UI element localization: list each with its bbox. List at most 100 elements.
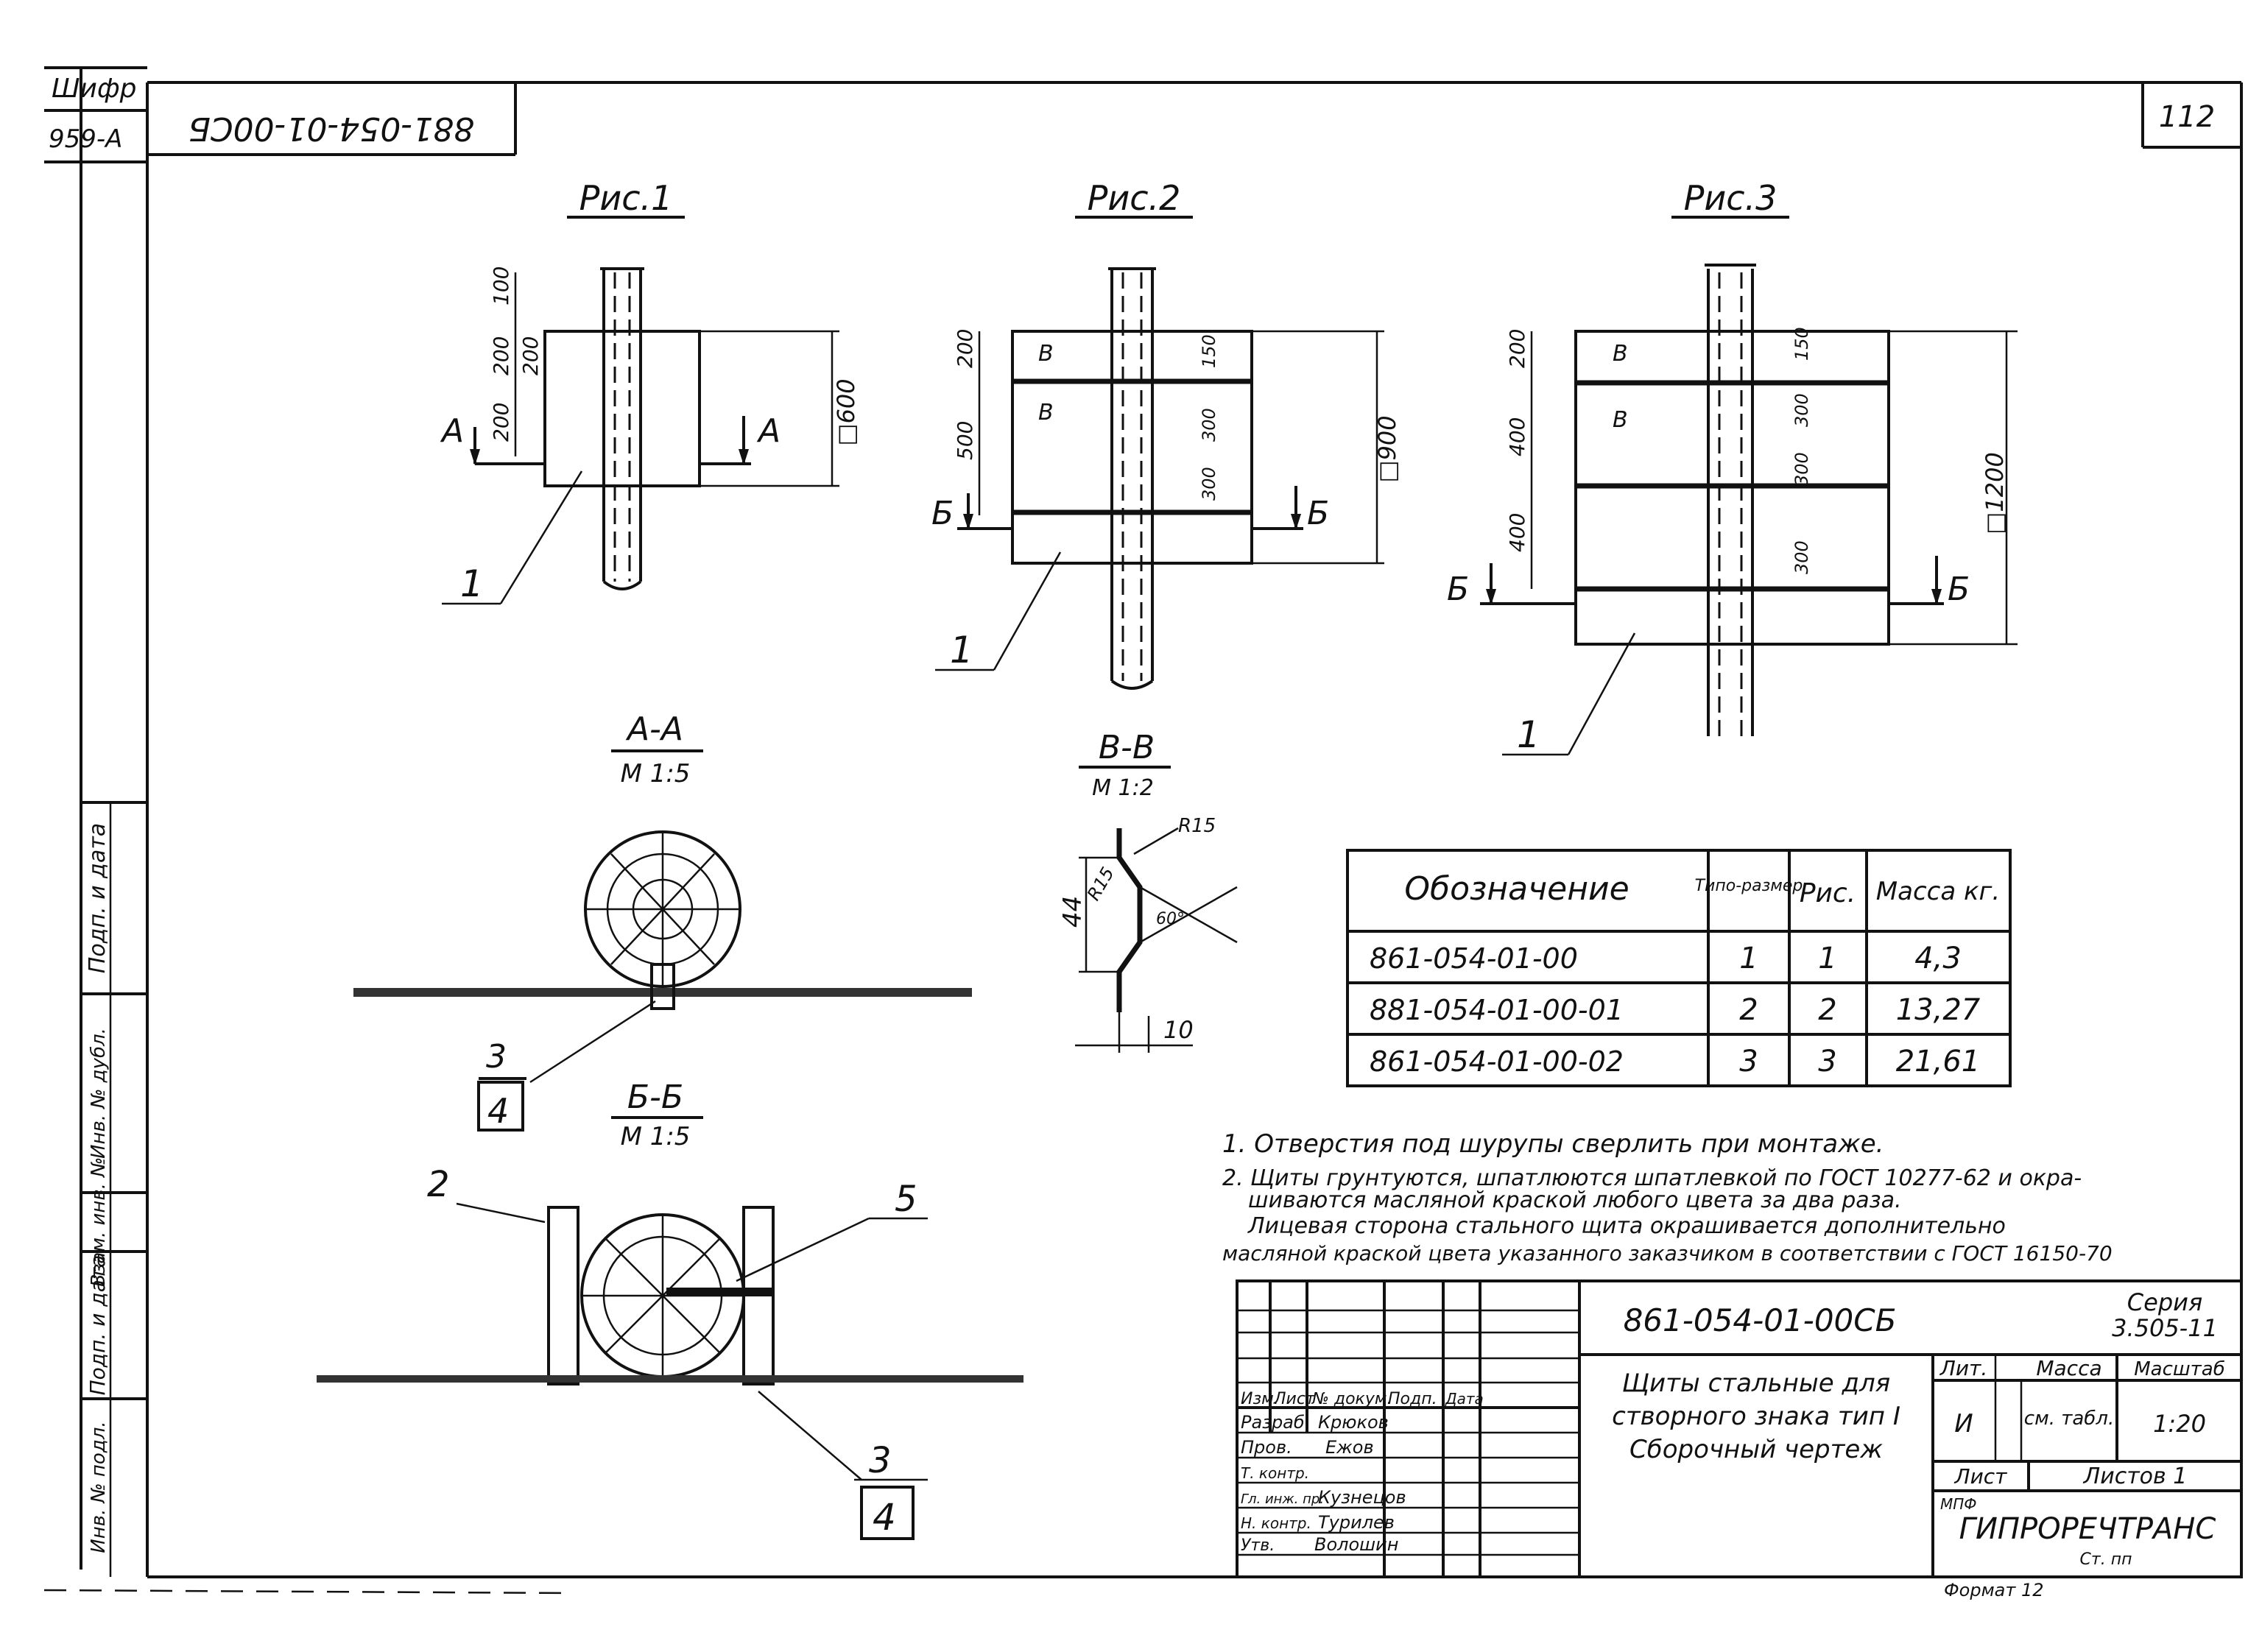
- section-vv-scale: М 1:2: [1092, 775, 1154, 801]
- tb-hdr-izm: Изм.: [1241, 1390, 1279, 1408]
- figure-2-title: Рис.2: [1088, 178, 1181, 218]
- side-stamp: Подп. и дата Инв. № дубл. Взам. инв. № П…: [81, 801, 147, 1577]
- specification-table: Обозначение Типо-размер Рис. Масса кг. 8…: [1346, 849, 2012, 1087]
- tb-title-line-3: Сборочный чертеж: [1629, 1435, 1883, 1464]
- fig2-dim-150: 150: [1199, 334, 1219, 368]
- table-row-3-mass: 21,61: [1896, 1045, 1981, 1079]
- section-aa-plate: [353, 988, 972, 997]
- fig1-callout: 1: [460, 562, 484, 605]
- note-2-line-1: 2. Щиты грунтуются, шпатлюются шпатлевко…: [1222, 1165, 2082, 1191]
- table-header-designation: Обозначение: [1404, 870, 1629, 908]
- cipher-label: Шифр: [52, 74, 137, 104]
- tb-hdr-doc: № докум.: [1311, 1390, 1392, 1408]
- fig3-section-left: Б: [1447, 571, 1469, 608]
- note-2-line-3: Лицевая сторона стального щита окрашивае…: [1247, 1213, 2006, 1239]
- tb-scale-label: Масштаб: [2134, 1358, 2225, 1380]
- note-2-line-2: шиваются масляной краской любого цвета з…: [1248, 1187, 1902, 1213]
- fig1-dim-100: 100: [489, 266, 513, 306]
- figure-2: Рис.2 В В 200 500 150 300 300 Б Б □900 1: [931, 178, 1401, 690]
- tb-mass-label: Масса: [2036, 1356, 2101, 1380]
- figure-1-title: Рис.1: [579, 178, 673, 218]
- fig1-dim-200b: 200: [518, 336, 543, 375]
- fig2-dim-200: 200: [953, 329, 977, 368]
- figure-1-shield: [543, 330, 701, 487]
- fig1-dim-200c: 200: [489, 403, 513, 442]
- table-header-mass: Масса кг.: [1876, 877, 2000, 906]
- fig2-section-left: Б: [931, 495, 954, 532]
- section-vv-r15-side: R15: [1083, 864, 1118, 904]
- table-row-1-designation: 861-054-01-00: [1370, 942, 1578, 975]
- section-vv-r15-top: R15: [1178, 815, 1216, 837]
- fig3-dim-300c: 300: [1791, 540, 1812, 574]
- tb-name-5: Турилев: [1318, 1512, 1395, 1533]
- section-aa-title: А-А: [625, 710, 683, 748]
- tb-scale-value: 1:20: [2153, 1410, 2206, 1438]
- stamp-replace-no: Взам. инв. №: [88, 1157, 110, 1288]
- tb-mass-value: см. табл.: [2024, 1408, 2114, 1430]
- table-row-1-mass: 4,3: [1914, 942, 1962, 975]
- section-aa-callout-3: 3: [486, 1038, 507, 1076]
- tb-title-line-1: Щиты стальные для: [1622, 1369, 1890, 1398]
- fig1-section-left: А: [440, 412, 464, 450]
- note-2-line-4: масляной краской цвета указанного заказч…: [1222, 1241, 2113, 1266]
- section-bb-callout-2: 2: [427, 1164, 450, 1205]
- fig3-cut-2: В: [1613, 407, 1628, 433]
- tb-name-4: Кузнецов: [1318, 1487, 1406, 1508]
- table-row-3-size: 3: [1739, 1045, 1758, 1079]
- fig1-section-right: А: [756, 412, 781, 450]
- tb-org-small: МПФ: [1940, 1495, 1977, 1513]
- table-row-2-mass: 13,27: [1896, 993, 1981, 1027]
- figure-2-shield: [1011, 330, 1253, 565]
- tb-lit-label: Лит.: [1939, 1356, 1987, 1380]
- inverted-drawing-code: 881-054-01-00СБ: [188, 110, 474, 147]
- tb-sheet-label: Лист: [1954, 1464, 2008, 1489]
- section-vv-dim-10: 10: [1163, 1016, 1194, 1044]
- figure-3-title: Рис.3: [1684, 178, 1777, 218]
- fig3-dim-400a: 400: [1505, 417, 1529, 456]
- format-label: Формат 12: [1944, 1580, 2044, 1600]
- stamp-sign-date-2: Подп. и дата: [85, 1255, 110, 1396]
- page-number-box: 112: [2141, 82, 2241, 149]
- figure-1: Рис.1 100 200 200 200 А А □600 1: [440, 178, 860, 605]
- fig3-callout: 1: [1517, 713, 1540, 756]
- tb-name-1: Крюков: [1318, 1412, 1389, 1433]
- sheet-frame: [43, 68, 2243, 1595]
- fig3-section-right: Б: [1948, 571, 1970, 608]
- section-vv-profile: [1116, 828, 1143, 1012]
- stamp-duplicate-no: Инв. № дубл.: [88, 1028, 110, 1159]
- tb-drawing-code: 861-054-01-00СБ: [1624, 1302, 1897, 1338]
- section-vv-dim-44: 44: [1058, 896, 1088, 928]
- cipher-value: 959-A: [49, 124, 122, 154]
- fig2-dim-500: 500: [953, 421, 977, 460]
- tb-name-6: Волошин: [1314, 1534, 1398, 1555]
- tb-sheets-label: Листов 1: [2083, 1464, 2188, 1489]
- table-row-2-designation: 881-054-01-00-01: [1370, 994, 1624, 1026]
- tb-role-2: Пров.: [1241, 1437, 1292, 1458]
- stamp-sign-date-1: Подп. и дата: [85, 823, 110, 973]
- table-row-2-size: 2: [1739, 993, 1758, 1027]
- fig2-callout: 1: [950, 629, 973, 671]
- section-aa-scale: М 1:5: [621, 759, 691, 788]
- tb-name-2: Ежов: [1325, 1437, 1374, 1458]
- title-block: Изм. Лист № докум. Подп. Дата Разраб. Кр…: [1236, 1279, 2243, 1578]
- table-row-2-fig: 2: [1818, 993, 1836, 1027]
- fig3-dim-400b: 400: [1505, 513, 1529, 552]
- fig2-dim-300a: 300: [1199, 408, 1219, 442]
- tb-role-1: Разраб.: [1241, 1412, 1310, 1433]
- fig2-dim-300b: 300: [1199, 467, 1219, 501]
- fig2-section-right: Б: [1307, 495, 1329, 532]
- tb-role-5: Н. контр.: [1241, 1514, 1311, 1532]
- tb-role-4: Гл. инж. пр.: [1241, 1492, 1324, 1507]
- figure-3: Рис.3 В В 200 400 400 150 300 300 300 Б …: [1447, 178, 2018, 756]
- fig3-dim-300a: 300: [1791, 393, 1812, 427]
- fig3-dim-200: 200: [1505, 329, 1529, 368]
- fig1-size: □600: [832, 378, 860, 445]
- tb-title-line-2: створного знака тип I: [1612, 1402, 1900, 1431]
- section-aa-callout-4: 4: [487, 1091, 509, 1131]
- page-number: 112: [2159, 100, 2215, 134]
- tb-role-6: Утв.: [1241, 1536, 1275, 1555]
- section-vv-angle: 60°: [1156, 910, 1185, 928]
- section-a-a: А-А М 1:5 3 4: [353, 710, 972, 1132]
- table-row-3-fig: 3: [1818, 1045, 1836, 1079]
